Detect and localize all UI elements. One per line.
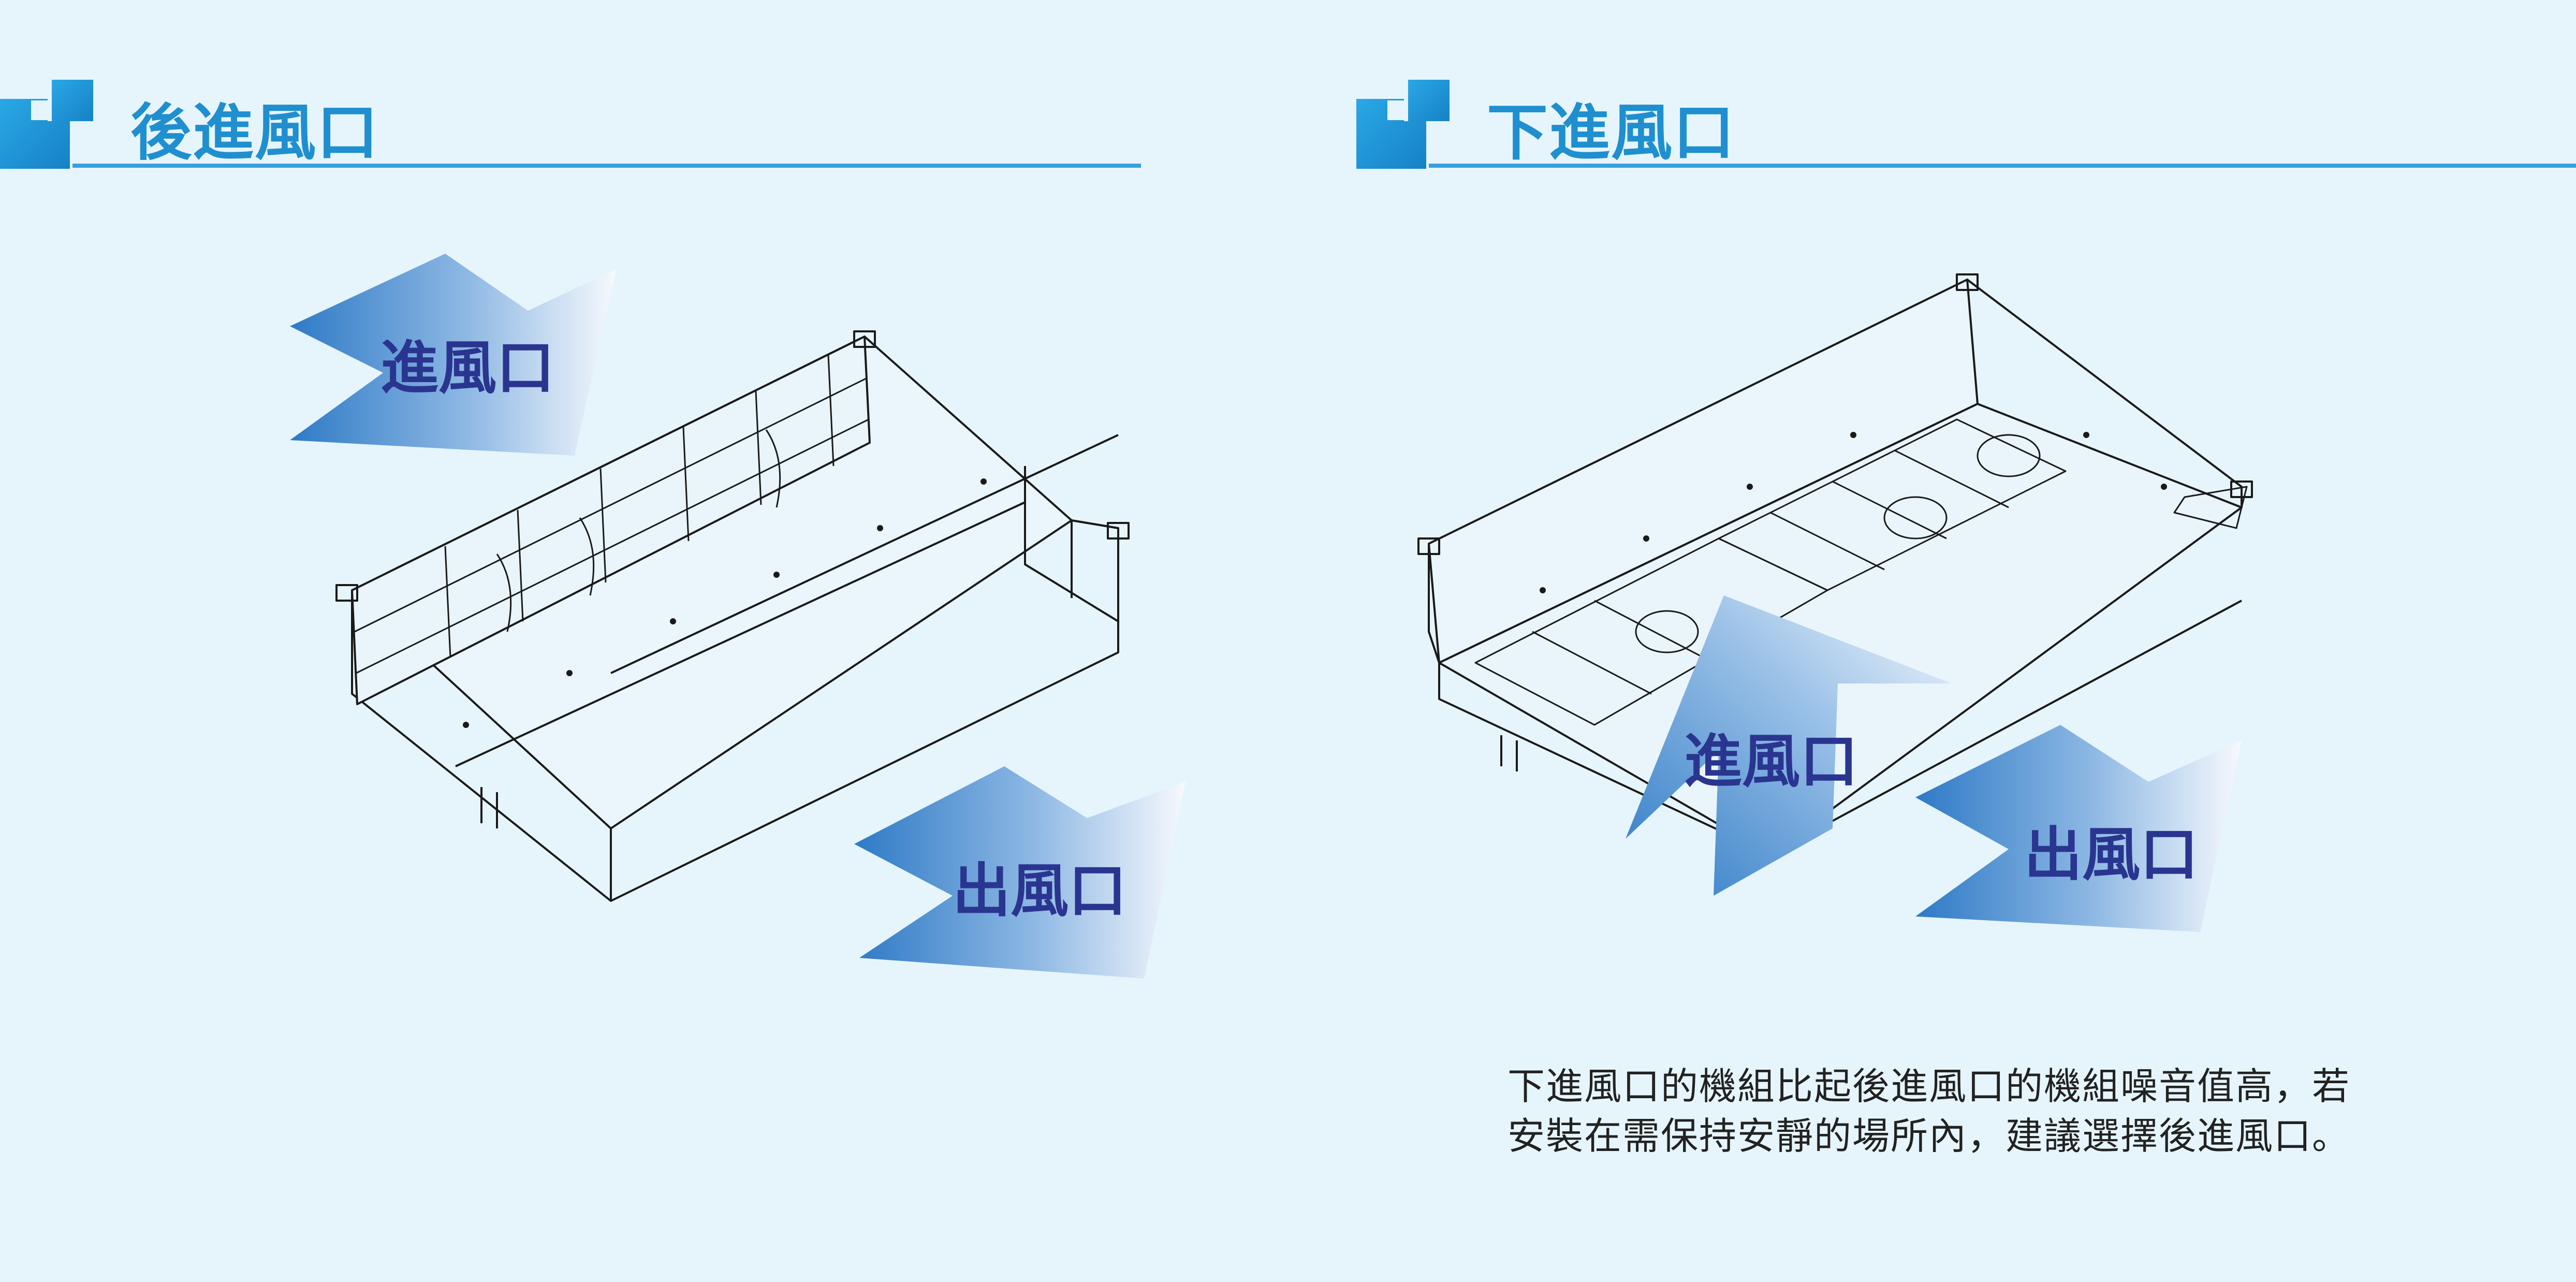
- rear-intake-label: 進風口: [380, 334, 554, 402]
- header-divider: [1429, 164, 2576, 168]
- section-title: 下進風口: [1487, 97, 1736, 168]
- header-divider: [72, 164, 1141, 168]
- rear-intake-header: 後進風口: [0, 72, 1191, 176]
- section-logo-icon: [0, 76, 93, 169]
- rear-intake-arrow: [290, 254, 616, 456]
- installation-note: 下進風口的機組比起後進風口的機組噪音值高，若安裝在需保持安靜的場所內，建議選擇後…: [1507, 1065, 2351, 1158]
- bottom-intake-label: 進風口: [1684, 728, 1858, 795]
- bottom-outlet-arrow: [1915, 725, 2242, 932]
- bottom-intake-header: 下進風口: [1356, 72, 2576, 176]
- section-logo-icon: [1356, 76, 1450, 169]
- rear-outlet-arrow: [854, 766, 1185, 979]
- rear-outlet-label: 出風口: [953, 857, 1126, 925]
- rear-intake-panel: 後進風口: [0, 0, 1191, 1282]
- rear-intake-unit-drawing: [335, 330, 1130, 902]
- bottom-outlet-label: 出風口: [2024, 821, 2198, 888]
- bottom-intake-arrow: [1626, 595, 1952, 896]
- bottom-intake-panel: 下進風口: [1356, 0, 2576, 1282]
- section-title: 後進風口: [130, 97, 379, 168]
